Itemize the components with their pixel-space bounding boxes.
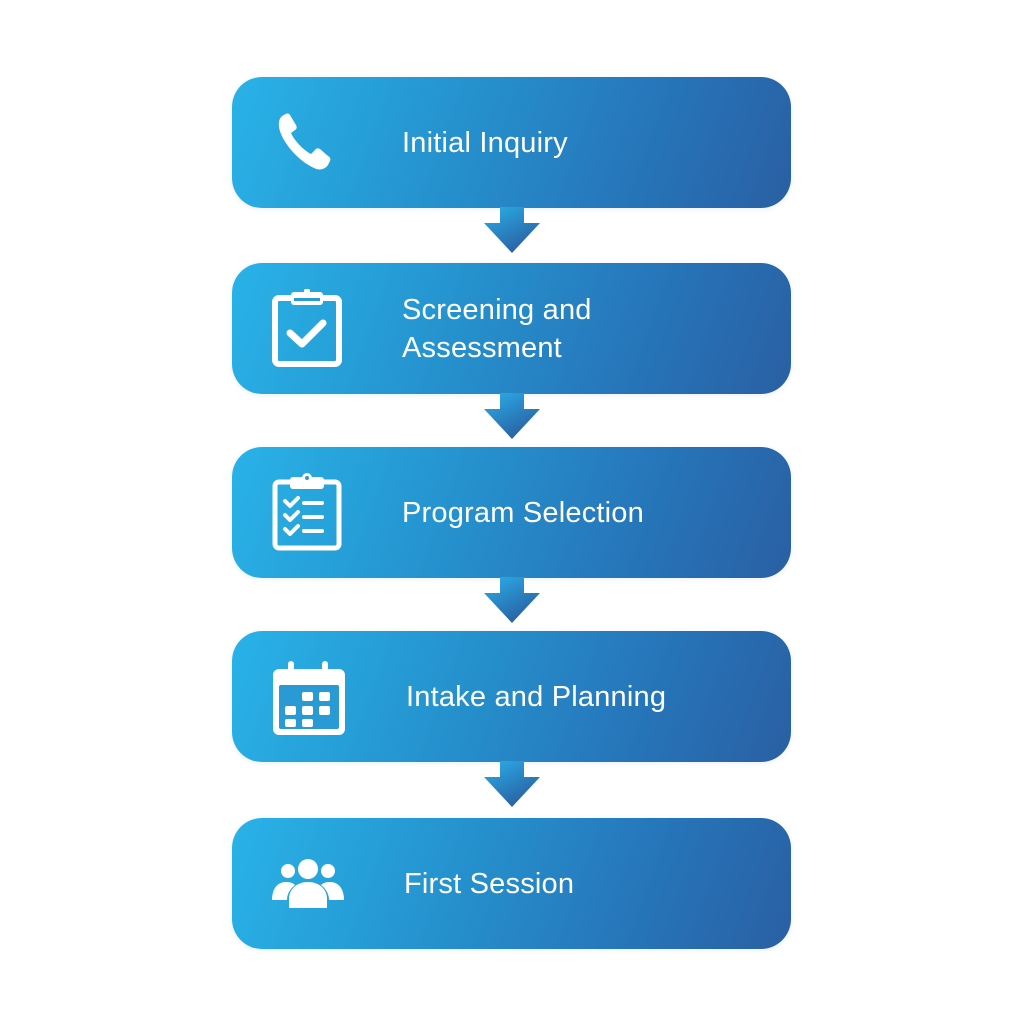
- step-first-session: First Session: [232, 818, 791, 949]
- step-intake-planning: Intake and Planning: [232, 631, 791, 762]
- arrow-down-icon: [484, 207, 540, 253]
- step-label: Intake and Planning: [406, 680, 667, 713]
- arrow-down-icon: [484, 577, 540, 623]
- step-label: Initial Inquiry: [402, 126, 568, 159]
- clipboard-check-icon: [272, 288, 342, 367]
- step-label: Screening and Assessment: [402, 293, 592, 364]
- step-screening-assessment: Screening and Assessment: [232, 263, 791, 394]
- arrow-down-icon: [484, 393, 540, 439]
- step-label: Program Selection: [402, 496, 644, 529]
- calendar-icon: [273, 660, 345, 735]
- phone-icon: [278, 113, 331, 169]
- group-icon: [272, 858, 344, 908]
- step-initial-inquiry: Initial Inquiry: [232, 77, 791, 208]
- clipboard-checklist-icon: [272, 472, 342, 550]
- arrow-down-icon: [484, 761, 540, 807]
- step-label: First Session: [404, 867, 575, 900]
- step-program-selection: Program Selection: [232, 447, 791, 578]
